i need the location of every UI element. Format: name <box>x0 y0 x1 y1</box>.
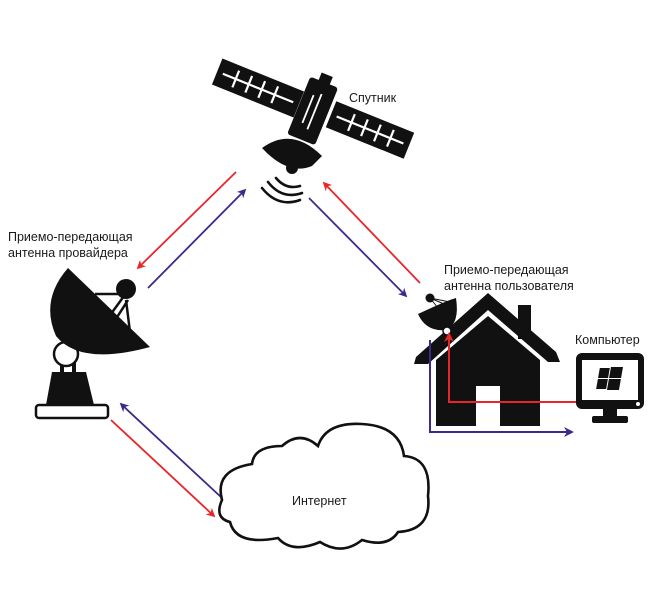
arrow-computer-to-user-antenna <box>444 332 578 403</box>
provider-antenna-label-line2: антенна провайдера <box>8 246 128 260</box>
user-antenna-label-line2: антенна пользователя <box>444 279 574 293</box>
arrow-internet-to-provider <box>119 402 223 499</box>
satellite-icon <box>211 58 415 204</box>
arrow-satellite-to-provider <box>136 171 237 270</box>
arrow-user-to-satellite <box>322 181 421 284</box>
arrow-satellite-to-user <box>308 197 408 298</box>
internet-cloud-icon <box>218 422 430 550</box>
user-antenna-icon <box>418 293 457 336</box>
computer-label: Компьютер <box>575 333 640 347</box>
arrow-user-antenna-to-computer <box>429 340 574 437</box>
provider-antenna-icon <box>34 268 150 420</box>
internet-label: Интернет <box>292 494 347 508</box>
satellite-label: Спутник <box>349 91 397 105</box>
arrow-provider-to-satellite <box>147 188 247 289</box>
windows-logo-icon <box>596 367 623 390</box>
house-icon <box>414 293 560 426</box>
arrow-provider-to-internet <box>110 419 216 518</box>
provider-antenna-label-line1: Приемо-передающая <box>8 230 133 244</box>
user-antenna-label-line1: Приемо-передающая <box>444 263 569 277</box>
computer-icon <box>576 353 644 423</box>
